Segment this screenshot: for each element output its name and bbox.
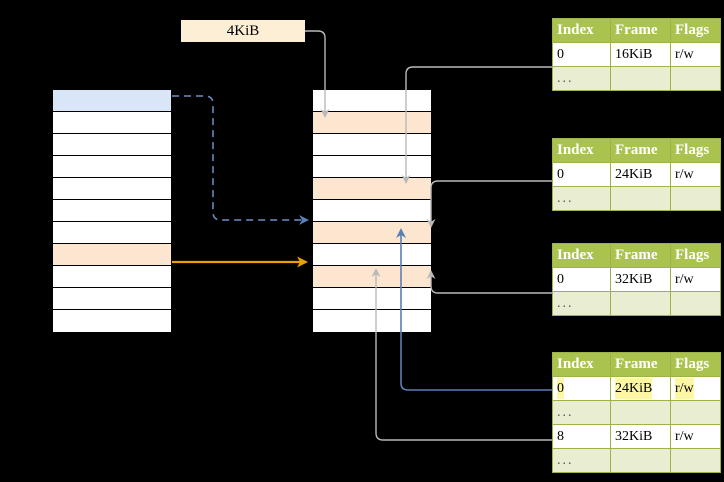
wire-pt3-to-middle xyxy=(426,270,552,294)
middle-memory-column-row xyxy=(313,288,431,310)
page-table-4-cell: r/w xyxy=(670,424,721,449)
page-table-4-row: ... xyxy=(552,448,721,473)
page-table-3-header-flags: Flags xyxy=(670,243,721,268)
page-table-4-cell xyxy=(610,448,671,473)
page-table-1-header-index: Index xyxy=(552,18,611,43)
left-memory-column-row xyxy=(53,112,171,134)
wire-left-blue-to-middle xyxy=(172,95,309,225)
page-table-3-row: ... xyxy=(552,291,721,316)
middle-memory-column-row xyxy=(313,178,431,200)
highlighted-value: 24KiB xyxy=(615,378,653,399)
page-table-4-row: 0 24KiB r/w xyxy=(552,376,721,401)
page-table-1-cell: 16KiB xyxy=(610,42,671,67)
middle-memory-column-row xyxy=(313,200,431,222)
highlighted-value: 0 xyxy=(557,378,564,399)
page-table-1-row: ... xyxy=(552,66,721,91)
left-memory-column-row xyxy=(53,134,171,156)
middle-memory-column-row xyxy=(313,112,431,134)
middle-memory-column-row xyxy=(313,222,431,244)
left-memory-column-row xyxy=(53,288,171,310)
page-table-2-row: ... xyxy=(552,186,721,211)
page-table-3-cell: 32KiB xyxy=(610,267,671,292)
page-table-4-cell xyxy=(670,400,721,425)
page-table-3-cell: 0 xyxy=(552,267,611,292)
middle-memory-column xyxy=(312,89,432,332)
page-table-1-header-flags: Flags xyxy=(670,18,721,43)
left-memory-column-row xyxy=(53,244,171,266)
page-table-2-cell xyxy=(670,186,721,211)
page-table-1-cell xyxy=(610,66,671,91)
middle-memory-column-row xyxy=(313,134,431,156)
page-table-2-header-frame: Frame xyxy=(610,138,671,163)
left-memory-column-row xyxy=(53,310,171,332)
left-memory-column xyxy=(52,89,172,332)
page-table-3-header-frame: Frame xyxy=(610,243,671,268)
middle-memory-column-row xyxy=(313,156,431,178)
page-table-2-cell: ... xyxy=(552,186,611,211)
page-table-3-cell xyxy=(610,291,671,316)
page-table-4-cell: r/w xyxy=(670,376,721,401)
left-memory-column-row xyxy=(53,90,171,112)
page-table-4-header-index: Index xyxy=(552,352,611,377)
page-table-4-cell xyxy=(610,400,671,425)
page-table-3-header-index: Index xyxy=(552,243,611,268)
page-table-4-header-flags: Flags xyxy=(670,352,721,377)
page-table-2-cell: r/w xyxy=(670,162,721,187)
left-memory-column-row xyxy=(53,200,171,222)
page-table-4-cell: 24KiB xyxy=(610,376,671,401)
middle-memory-column-row xyxy=(313,310,431,332)
middle-memory-column-row xyxy=(313,244,431,266)
page-table-1-cell: 0 xyxy=(552,42,611,67)
page-table-1-cell: r/w xyxy=(670,42,721,67)
left-memory-column-row xyxy=(53,178,171,200)
page-table-4-cell: 32KiB xyxy=(610,424,671,449)
page-table-3-cell: ... xyxy=(552,291,611,316)
middle-memory-column-row xyxy=(313,266,431,288)
page-table-1-cell xyxy=(670,66,721,91)
page-table-2-header-index: Index xyxy=(552,138,611,163)
page-table-4-cell: 8 xyxy=(552,424,611,449)
page-table-4-row: ... xyxy=(552,400,721,425)
highlighted-value: r/w xyxy=(675,378,694,399)
page-table-4-cell: ... xyxy=(552,400,611,425)
left-memory-column-row xyxy=(53,266,171,288)
page-table-2-header-flags: Flags xyxy=(670,138,721,163)
middle-memory-column-row xyxy=(313,90,431,112)
page-table-4-cell xyxy=(670,448,721,473)
size-label-text: 4KiB xyxy=(226,23,260,39)
page-table-3-cell xyxy=(670,291,721,316)
page-table-1-header-frame: Frame xyxy=(610,18,671,43)
page-table-3-cell: r/w xyxy=(670,267,721,292)
left-memory-column-row xyxy=(53,222,171,244)
left-memory-column-row xyxy=(53,156,171,178)
page-table-2-cell: 0 xyxy=(552,162,611,187)
page-table-4-cell: 0 xyxy=(552,376,611,401)
wire-pt2-to-middle xyxy=(426,180,552,228)
page-table-1-cell: ... xyxy=(552,66,611,91)
page-table-4-cell: ... xyxy=(552,448,611,473)
page-table-2-cell xyxy=(610,186,671,211)
page-table-4-header-frame: Frame xyxy=(610,352,671,377)
size-label-box: 4KiB xyxy=(181,20,305,42)
page-table-2-cell: 24KiB xyxy=(610,162,671,187)
